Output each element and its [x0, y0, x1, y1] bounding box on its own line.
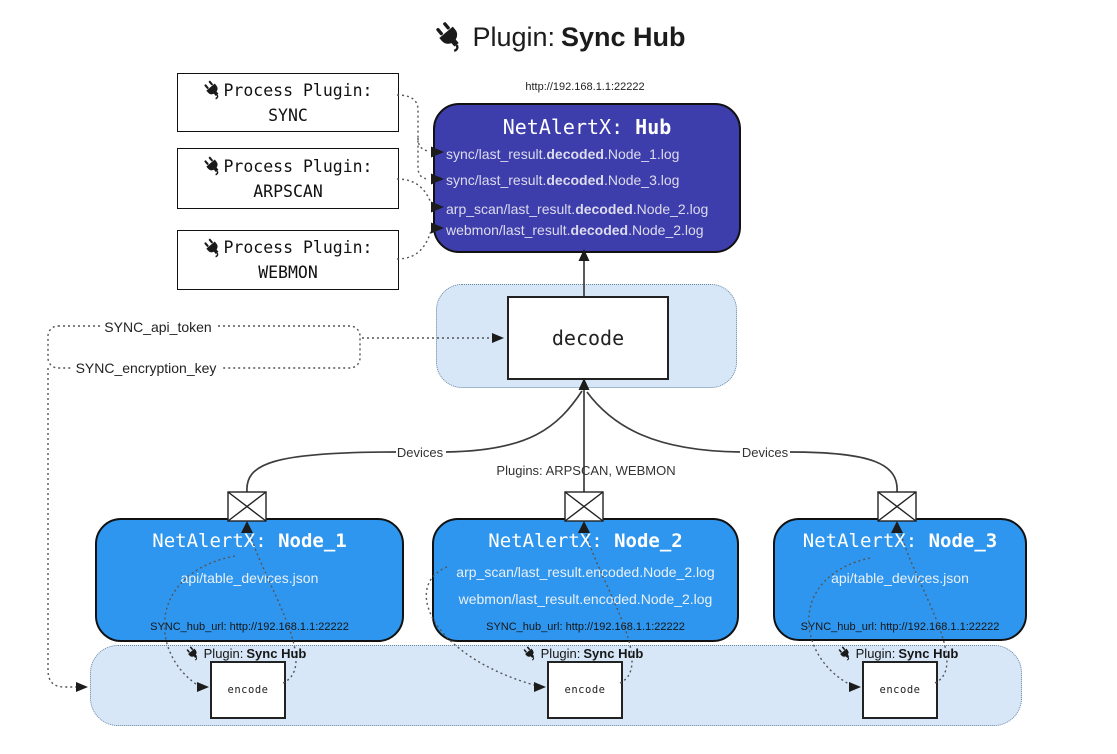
node1-box: NetAlertX: Node_1 api/table_devices.json… — [95, 518, 404, 642]
plug-icon — [203, 237, 224, 258]
edge-arpscan-to-hub — [396, 178, 432, 204]
edge-node3-devices — [789, 451, 898, 493]
plug-icon — [203, 80, 224, 100]
plug-icon — [203, 156, 224, 176]
node3-hub-url: SYNC_hub_url: http://192.168.1.1:22222 — [800, 621, 1000, 633]
node2-file: arp_scan/last_result.encoded.Node_2.log — [456, 564, 715, 580]
page-title-label: Plugin: — [472, 21, 556, 52]
node2-file: webmon/last_result.encoded.Node_2.log — [458, 591, 713, 607]
encode3-plugin-label: Plugin:Sync Hub — [837, 646, 958, 661]
encode2-box: encode — [547, 661, 623, 719]
encode-label: encode — [879, 684, 921, 696]
node1-file: api/table_devices.json — [180, 570, 319, 586]
edge-sync-to-hub — [396, 94, 430, 180]
hub-log-line: arp_scan/last_result.decoded.Node_2.log — [446, 201, 709, 217]
hub-log-line: sync/last_result.decoded.Node_1.log — [446, 146, 680, 162]
plugins-center-label: Plugins: ARPSCAN, WEBMON — [496, 463, 676, 478]
node3-title: NetAlertX: Node_3 — [802, 530, 998, 552]
hub-box: NetAlertX: Hub sync/last_result.decoded.… — [433, 103, 741, 253]
arrow-into-encode-band — [76, 682, 88, 692]
node2-box: NetAlertX: Node_2 arp_scan/last_result.e… — [432, 518, 739, 642]
hub-title: NetAlertX: Hub — [502, 115, 672, 139]
edge-devices-to-decode-left — [445, 390, 583, 453]
hub-log-line: sync/last_result.decoded.Node_3.log — [446, 172, 680, 188]
plug-icon — [185, 646, 201, 661]
process-plugin-sync-box: Process Plugin: SYNC — [177, 73, 399, 132]
sync-encryption-key-label: SYNC_encryption_key — [71, 360, 221, 376]
plug-icon — [434, 21, 467, 53]
plug-icon — [522, 646, 538, 661]
node3-file: api/table_devices.json — [831, 570, 969, 586]
process-plugin-label: Process Plugin: — [223, 80, 373, 100]
hub-url: http://192.168.1.1:22222 — [525, 81, 645, 93]
node1-title: NetAlertX: Node_1 — [152, 530, 347, 552]
encode-label: encode — [227, 684, 269, 696]
process-plugin-label: Process Plugin: — [223, 238, 373, 257]
page-title: Plugin: Sync Hub — [360, 16, 760, 58]
hub-log-line: webmon/last_result.decoded.Node_2.log — [446, 222, 704, 238]
process-plugin-name: SYNC — [268, 105, 308, 125]
decode-label: decode — [551, 326, 625, 350]
process-plugin-arpscan-box: Process Plugin: ARPSCAN — [177, 148, 399, 209]
process-plugin-name: ARPSCAN — [253, 181, 323, 201]
encode3-box: encode — [862, 661, 938, 719]
edge-key-to-encode-band — [47, 368, 76, 688]
encode1-box: encode — [210, 661, 286, 719]
edge-devices-to-decode-right — [586, 391, 741, 453]
process-plugin-webmon-title: Process Plugin: — [203, 235, 373, 260]
process-plugin-label: Process Plugin: — [223, 156, 373, 176]
page-title-name: Sync Hub — [561, 21, 686, 52]
edge-webmon-to-hub — [396, 230, 432, 260]
encode2-plugin-label: Plugin:Sync Hub — [522, 646, 643, 661]
envelope1-icon — [227, 491, 267, 522]
plug-icon — [837, 646, 853, 661]
node1-hub-url: SYNC_hub_url: http://192.168.1.1:22222 — [150, 621, 349, 633]
edge-sync-to-hub-branch — [417, 137, 430, 152]
node3-box: NetAlertX: Node_3 api/table_devices.json… — [773, 518, 1027, 641]
encode1-plugin-label: Plugin:Sync Hub — [185, 646, 306, 661]
node2-title: NetAlertX: Node_2 — [488, 530, 683, 552]
node2-hub-url: SYNC_hub_url: http://192.168.1.1:22222 — [486, 621, 685, 633]
process-plugin-webmon-box: Process Plugin: WEBMON — [177, 230, 399, 290]
devices-left-label: Devices — [396, 445, 444, 460]
process-plugin-sync-title: Process Plugin: — [203, 78, 373, 103]
decode-box: decode — [507, 296, 669, 380]
envelope3-icon — [877, 491, 917, 522]
encode-label: encode — [564, 684, 606, 696]
sync-api-token-label: SYNC_api_token — [100, 319, 216, 335]
devices-right-label: Devices — [741, 445, 789, 460]
edge-node1-devices — [246, 451, 397, 493]
envelope2-icon — [564, 491, 604, 522]
process-plugin-name: WEBMON — [258, 263, 318, 282]
process-plugin-arpscan-title: Process Plugin: — [203, 154, 373, 179]
